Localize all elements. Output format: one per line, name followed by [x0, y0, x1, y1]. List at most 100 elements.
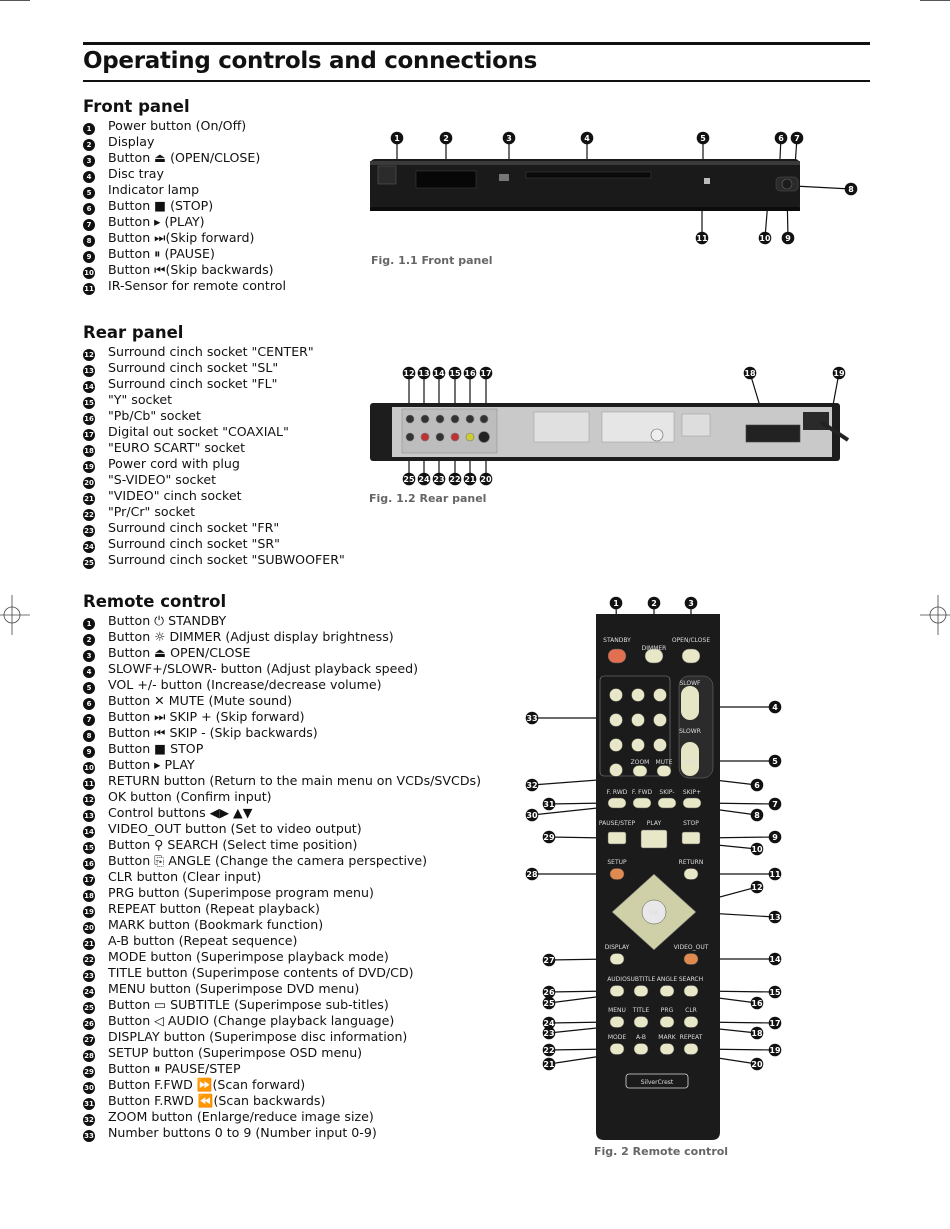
digit-2-button[interactable] — [631, 688, 645, 702]
front-panel-item-text: Power button (On/Off) — [108, 118, 247, 133]
digit-9-button[interactable] — [653, 738, 667, 752]
stop-button[interactable] — [681, 831, 701, 845]
angle-button[interactable] — [659, 985, 675, 997]
open-close-button[interactable] — [681, 648, 701, 664]
front-panel-item-text: Button ▸ (PLAY) — [108, 214, 205, 229]
crop-mark — [0, 0, 30, 1]
rear-panel-item-text: Surround cinch socket "SUBWOOFER" — [108, 552, 345, 567]
ok-button[interactable] — [641, 899, 667, 925]
number-badge: 13 — [83, 365, 95, 377]
callout-3: 3 — [502, 131, 516, 145]
digit-0-button[interactable] — [609, 763, 623, 777]
remote-control-item-text: Button F.FWD ⏩(Scan forward) — [108, 1077, 306, 1092]
callout-20: 20 — [479, 472, 493, 486]
digit-6-button[interactable] — [653, 713, 667, 727]
digit-5-label: 5 — [636, 718, 640, 725]
callout-10: 10 — [750, 842, 764, 856]
pause-step-button[interactable] — [607, 831, 627, 845]
mark-button[interactable] — [659, 1043, 675, 1055]
callout-32: 32 — [525, 778, 539, 792]
zoom-button[interactable] — [632, 765, 648, 777]
number-badge: 18 — [83, 445, 95, 457]
repeat-button[interactable] — [683, 1043, 699, 1055]
menu-button[interactable] — [609, 1016, 625, 1028]
number-badge: 14 — [83, 381, 95, 393]
digit-3-button[interactable] — [653, 688, 667, 702]
remote-control-item: 30 Button F.FWD ⏩(Scan forward) — [83, 1077, 481, 1094]
remote-control-item-text: ZOOM button (Enlarge/reduce image size) — [108, 1109, 374, 1124]
skip-minus-button[interactable] — [657, 797, 677, 809]
digit-1-button[interactable] — [609, 688, 623, 702]
f-fwd-button[interactable] — [632, 797, 652, 809]
prg-button[interactable] — [659, 1016, 675, 1028]
video-out-button[interactable] — [683, 953, 699, 965]
digit-5-button[interactable] — [631, 713, 645, 727]
f-fwd-label: F. FWD — [632, 789, 653, 796]
f-rwd-button[interactable] — [607, 797, 627, 809]
dimmer-button[interactable] — [644, 648, 664, 664]
svg-text:14: 14 — [433, 369, 445, 378]
callout-14: 14 — [432, 366, 446, 380]
number-badge: 8 — [83, 730, 95, 742]
svg-text:17: 17 — [480, 369, 491, 378]
subtitle-button[interactable] — [633, 985, 649, 997]
digit-7-label: 7 — [614, 743, 618, 750]
digit-8-label: 8 — [636, 743, 640, 750]
callout-17: 17 — [768, 1016, 782, 1030]
svg-text:16: 16 — [751, 999, 763, 1008]
rear-panel-item-text: Surround cinch socket "FL" — [108, 376, 278, 391]
skip-plus-button[interactable] — [682, 797, 702, 809]
registration-mark-right — [920, 595, 950, 635]
number-badge: 6 — [83, 698, 95, 710]
display-button[interactable] — [609, 953, 625, 965]
remote-control-title: Remote control — [83, 592, 227, 611]
digit-4-button[interactable] — [609, 713, 623, 727]
standby-button[interactable] — [607, 648, 627, 664]
rear-panel-item: 14 Surround cinch socket "FL" — [83, 377, 345, 393]
remote-control-item-text: Control buttons ◀▶ ▲▼ — [108, 805, 253, 820]
search-button[interactable] — [683, 985, 699, 997]
a-b-button[interactable] — [633, 1043, 649, 1055]
search-label: SEARCH — [679, 976, 703, 983]
return-button[interactable] — [683, 868, 699, 880]
callout-13: 13 — [417, 366, 431, 380]
remote-control-item: 19 REPEAT button (Repeat playback) — [83, 901, 481, 918]
return-label: RETURN — [679, 859, 704, 866]
audio-button[interactable] — [609, 985, 625, 997]
mute-button[interactable] — [656, 765, 672, 777]
number-badge: 30 — [83, 1082, 95, 1094]
play-button[interactable] — [640, 829, 668, 849]
clr-button[interactable] — [683, 1016, 699, 1028]
digit-7-button[interactable] — [609, 738, 623, 752]
number-badge: 19 — [83, 906, 95, 918]
svg-text:23: 23 — [433, 475, 444, 484]
svg-text:22: 22 — [449, 475, 460, 484]
remote-control-item-text: Button ▸ PLAY — [108, 757, 195, 772]
mode-button[interactable] — [609, 1043, 625, 1055]
crop-mark — [920, 0, 950, 1]
svg-text:24: 24 — [418, 475, 430, 484]
digit-8-button[interactable] — [631, 738, 645, 752]
remote-control-item-text: REPEAT button (Repeat playback) — [108, 901, 320, 916]
title-button[interactable] — [633, 1016, 649, 1028]
digit-3-label: 3 — [658, 693, 662, 700]
callout-15: 15 — [448, 366, 462, 380]
brand-logo: SilverCrest — [641, 1079, 674, 1086]
front-panel-item-text: Button ⏸ (PAUSE) — [108, 246, 215, 261]
remote-control-item-text: Button ⎘ ANGLE (Change the camera perspe… — [108, 853, 428, 868]
number-badge: 25 — [83, 557, 95, 569]
number-badge: 11 — [83, 778, 95, 790]
setup-button[interactable] — [609, 868, 625, 880]
svg-text:10: 10 — [759, 234, 771, 243]
